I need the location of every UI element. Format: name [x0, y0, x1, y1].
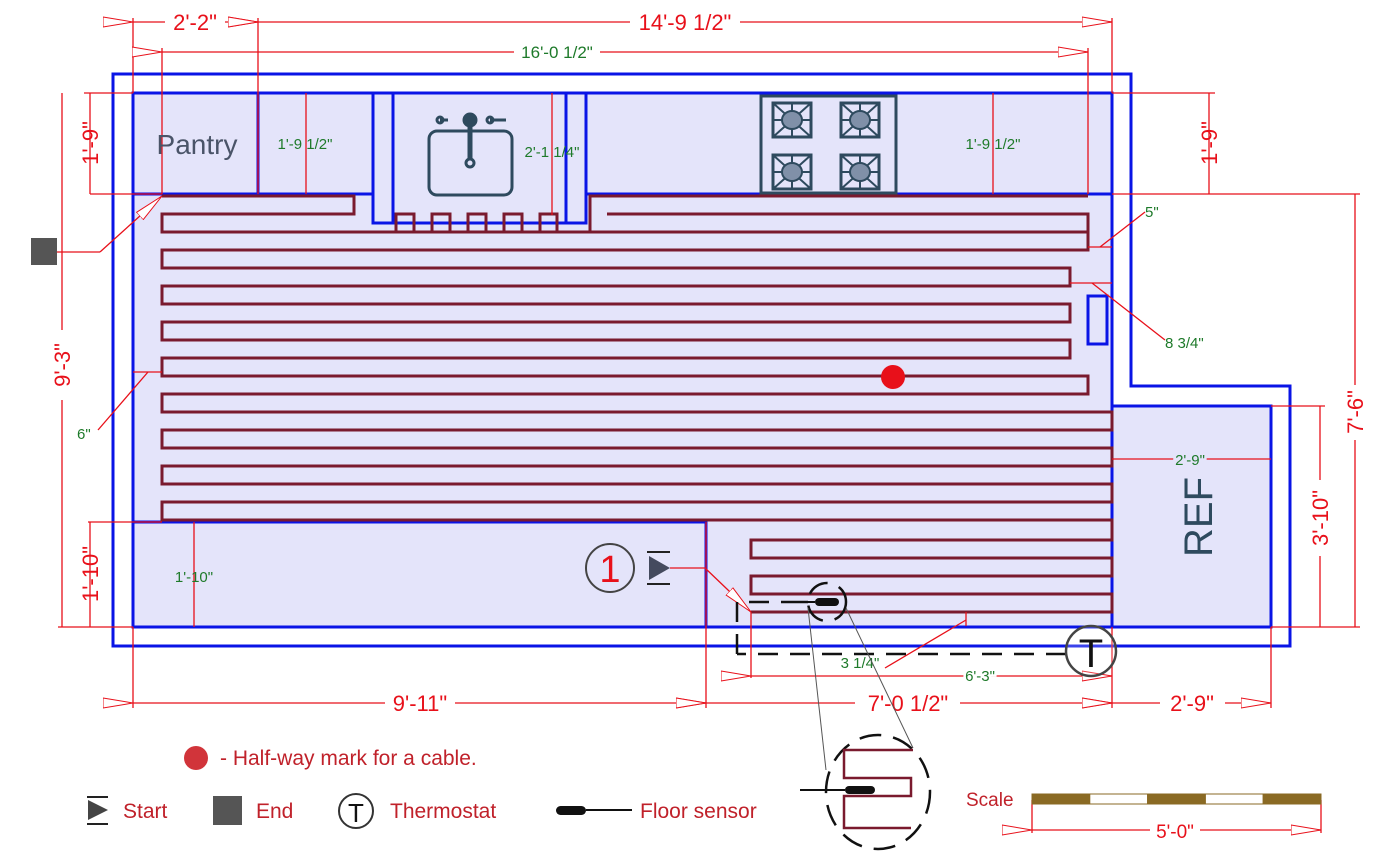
- cooktop-icon: [759, 94, 898, 195]
- dim-gap-8-34: 8 3/4": [1165, 335, 1204, 352]
- dim-top-inner: 16'-0 1/2": [521, 43, 593, 62]
- sensor-detail-callout: [806, 581, 848, 623]
- heating-cable: [160, 194, 1114, 614]
- dim-counter-depth-1: 1'-9 1/2": [278, 136, 333, 153]
- svg-text:T: T: [1079, 632, 1103, 676]
- ref-label: REF: [1177, 477, 1221, 557]
- scale-segment: [1204, 793, 1264, 805]
- sensor-detail-magnified: [800, 733, 932, 851]
- burner-icon: [839, 153, 881, 191]
- dim-right-top: 1'-9": [1197, 121, 1222, 165]
- dim-ref-width: 2'-9": [1175, 452, 1205, 469]
- dim-bottom-left: 9'-11": [393, 691, 447, 716]
- end-marker-icon: [31, 238, 57, 265]
- legend: - Half-way mark for a cable. Start End T…: [87, 746, 757, 829]
- floor-sensor-icon: [815, 598, 839, 606]
- dim-left-bottom: 1'-10": [78, 546, 103, 602]
- dim-left-top: 1'-9": [78, 121, 103, 165]
- pantry-label: Pantry: [157, 129, 238, 160]
- dim-gap-5: 5": [1145, 204, 1159, 221]
- scale-segment: [1147, 793, 1206, 805]
- pantry-cabinet: [131, 91, 260, 196]
- scale-length: 5'-0": [1156, 822, 1194, 843]
- start-marker-icon: [647, 551, 670, 585]
- dim-counter-depth-2: 1'-9 1/2": [966, 136, 1021, 153]
- legend-halfway-label: - Half-way mark for a cable.: [220, 747, 477, 770]
- refrigerator: [1110, 404, 1273, 629]
- scale-bar: Scale 5'-0": [966, 790, 1322, 843]
- floor-vent: [1086, 294, 1109, 346]
- legend-thermostat-icon: T: [338, 793, 374, 829]
- outer-wall: [111, 72, 1292, 648]
- callout-leaders: [807, 607, 914, 771]
- dim-sensor-offset: 3 1/4": [841, 655, 880, 672]
- halfway-mark: [881, 365, 905, 389]
- scale-segment: [1089, 793, 1149, 805]
- scale-label: Scale: [966, 790, 1014, 811]
- legend-end-label: End: [256, 800, 293, 823]
- heating-cable-upper: [380, 194, 1090, 234]
- dim-left-total: 9'-3": [50, 343, 75, 387]
- sink-counter: [391, 91, 568, 225]
- legend-end-icon: [213, 796, 242, 825]
- dim-gap-6: 6": [77, 426, 91, 443]
- dim-bottom-counter: 1'-10": [175, 569, 213, 586]
- sink-cabinet: [371, 91, 395, 225]
- dim-top-main: 14'-9 1/2": [639, 10, 732, 35]
- legend-start-label: Start: [123, 800, 168, 823]
- dim-bottom-mid: 7'-0 1/2": [868, 691, 949, 716]
- burner-icon: [771, 101, 813, 139]
- sink-icon: [427, 112, 514, 197]
- dim-right-ref: 3'-10": [1308, 490, 1333, 546]
- burner-icon: [839, 101, 881, 139]
- legend-start-icon: [87, 796, 108, 825]
- dim-bottom-right: 2'-9": [1170, 691, 1214, 716]
- svg-text:1: 1: [599, 549, 620, 591]
- legend-floor-sensor-label: Floor sensor: [640, 800, 757, 823]
- dim-sensor-length: 6'-3": [965, 668, 995, 685]
- svg-text:T: T: [348, 798, 364, 828]
- legend-halfway-icon: [184, 746, 208, 770]
- dim-top-left: 2'-2": [173, 10, 217, 35]
- dimension-lines: [57, 18, 1360, 833]
- bottom-counter: [131, 520, 708, 629]
- scale-segment: [1031, 793, 1091, 805]
- legend-thermostat-label: Thermostat: [390, 800, 496, 823]
- zone-number-badge: 1: [585, 543, 635, 593]
- scale-segment: [1262, 793, 1322, 805]
- thermostat-icon: T: [1064, 624, 1118, 678]
- dim-sink-depth: 2'-1 1/4": [525, 144, 580, 161]
- legend-floor-sensor-icon: [556, 806, 632, 815]
- dim-right-total: 7'-6": [1343, 390, 1368, 434]
- burner-icon: [771, 153, 813, 191]
